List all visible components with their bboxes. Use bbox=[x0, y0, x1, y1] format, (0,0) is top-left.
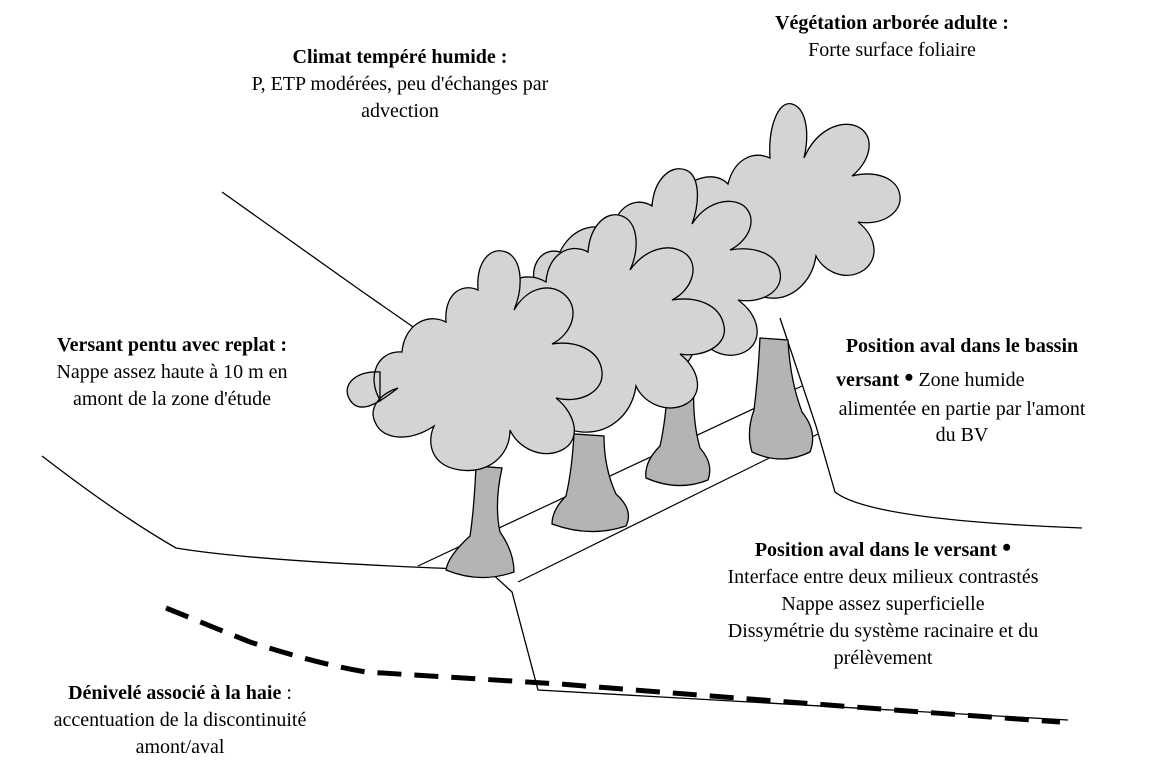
denivele-colon: : bbox=[281, 682, 292, 704]
climate-title: Climat tempéré humide : bbox=[190, 44, 610, 71]
vegetation-text: Forte surface foliaire bbox=[724, 37, 1060, 64]
denivele-title-row: Dénivelé associé à la haie : bbox=[0, 680, 360, 707]
basin-title-line1: Position aval dans le bassin bbox=[766, 330, 1158, 362]
versant-bullet: • bbox=[1002, 533, 1011, 562]
denivele-line1: accentuation de la discontinuité bbox=[0, 707, 360, 734]
climate-label: Climat tempéré humide : P, ETP modérées,… bbox=[190, 44, 610, 125]
slope-line1: Nappe assez haute à 10 m en bbox=[2, 359, 342, 386]
versant-line4: prélèvement bbox=[688, 645, 1078, 672]
basin-line2: alimentée en partie par l'amont bbox=[766, 396, 1158, 422]
basin-position-label: Position aval dans le bassin versant • Z… bbox=[766, 330, 1158, 448]
slope-title: Versant pentu avec replat : bbox=[2, 332, 342, 359]
vegetation-title: Végétation arborée adulte : bbox=[724, 10, 1060, 37]
basin-line3: du BV bbox=[766, 422, 1158, 448]
tree-1 bbox=[347, 251, 602, 578]
climate-line2: advection bbox=[190, 98, 610, 125]
versant-line3: Dissymétrie du système racinaire et du bbox=[688, 618, 1078, 645]
basin-line1: Zone humide bbox=[918, 369, 1024, 391]
basin-title-line2: versant bbox=[836, 369, 899, 391]
basin-bullet: • bbox=[904, 363, 913, 392]
versant-line2: Nappe assez superficielle bbox=[688, 591, 1078, 618]
slope-label: Versant pentu avec replat : Nappe assez … bbox=[2, 332, 342, 413]
versant-line1: Interface entre deux milieux contrastés bbox=[688, 564, 1078, 591]
slope-line2: amont de la zone d'étude bbox=[2, 386, 342, 413]
tree-1-trunk bbox=[446, 466, 514, 578]
denivele-line2: amont/aval bbox=[0, 734, 360, 760]
basin-line-row: versant • Zone humide bbox=[766, 362, 1158, 396]
denivele-label: Dénivelé associé à la haie : accentuatio… bbox=[0, 680, 360, 760]
climate-line1: P, ETP modérées, peu d'échanges par bbox=[190, 71, 610, 98]
versant-title-row: Position aval dans le versant • bbox=[688, 534, 1078, 564]
versant-position-label: Position aval dans le versant • Interfac… bbox=[688, 534, 1078, 672]
denivele-title: Dénivelé associé à la haie bbox=[68, 682, 281, 704]
versant-title: Position aval dans le versant bbox=[755, 539, 997, 561]
vegetation-label: Végétation arborée adulte : Forte surfac… bbox=[724, 10, 1060, 64]
